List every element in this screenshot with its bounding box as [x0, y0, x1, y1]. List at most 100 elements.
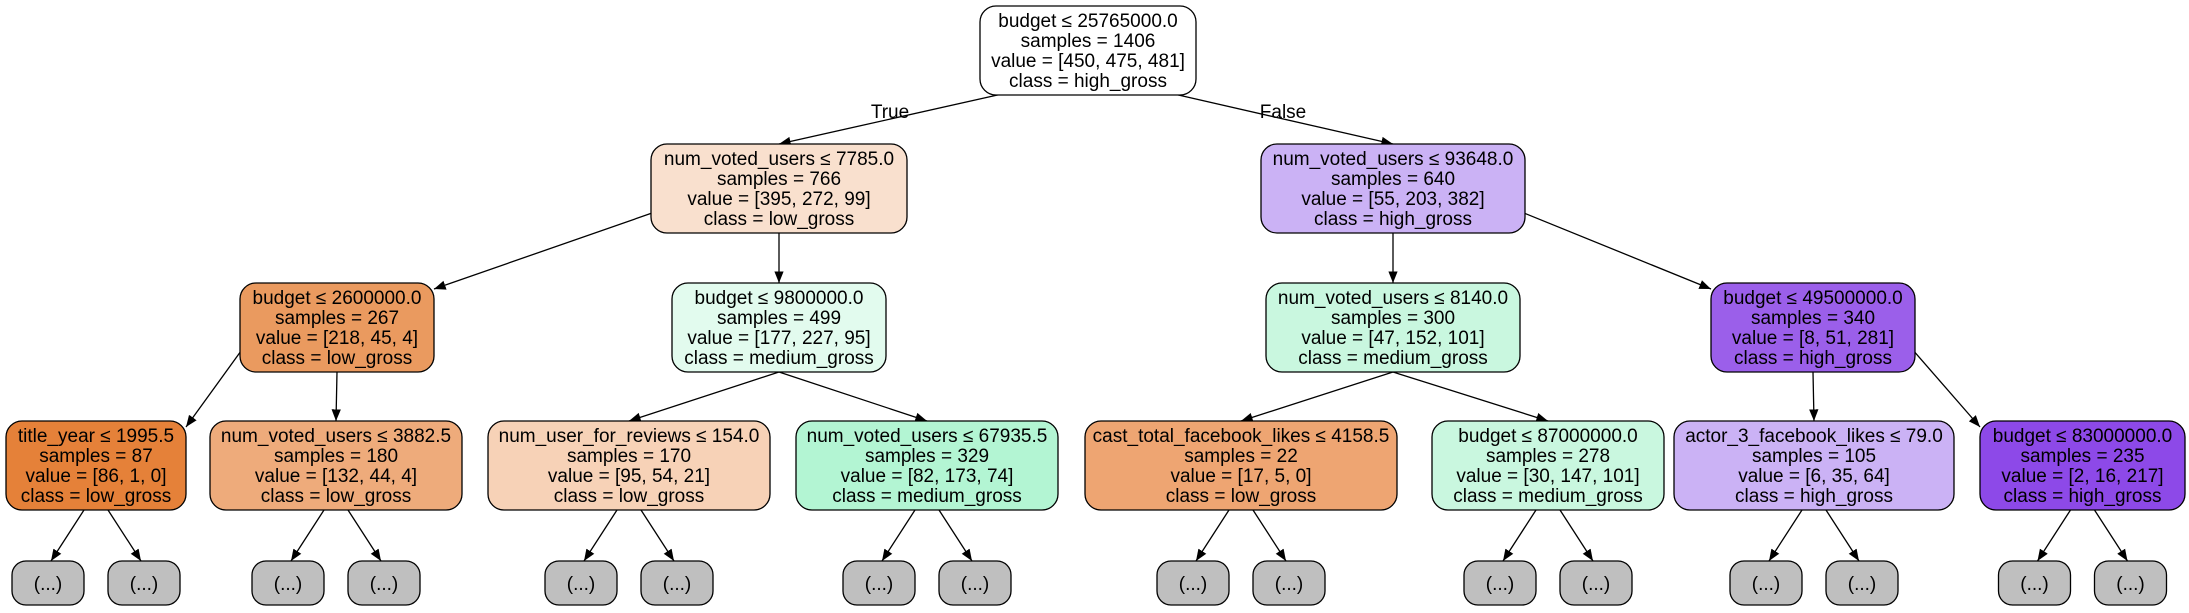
tree-node-rll: cast_total_facebook_likes ≤ 4158.5sample…: [1084, 420, 1398, 511]
node-line: class = high_gross: [1009, 71, 1167, 92]
edge-rrr-truncated: [2093, 509, 2129, 562]
node-line: samples = 22: [1184, 446, 1298, 467]
node-line: value = [8, 51, 281]: [1732, 328, 1894, 349]
truncated-label: (...): [1752, 574, 1781, 595]
node-line: class = high_gross: [1735, 486, 1893, 507]
truncated-node: (...): [1559, 560, 1633, 606]
node-line: budget ≤ 25765000.0: [998, 11, 1177, 32]
node-line: class = medium_gross: [1453, 486, 1643, 507]
node-line: samples = 235: [2020, 446, 2144, 467]
node-line: class = low_gross: [1166, 486, 1316, 507]
truncated-node: (...): [2093, 560, 2168, 606]
node-line: value = [177, 227, 95]: [687, 328, 870, 349]
truncated-node-box: [11, 560, 85, 606]
node-line: actor_3_facebook_likes ≤ 79.0: [1685, 426, 1943, 447]
edge-llr-truncated: [347, 509, 382, 562]
truncated-label: (...): [1582, 574, 1611, 595]
node-line: num_voted_users ≤ 67935.5: [807, 426, 1048, 447]
truncated-node-box: [544, 560, 618, 606]
truncated-label: (...): [274, 574, 303, 595]
node-line: value = [30, 147, 101]: [1456, 466, 1639, 487]
edge-lll-truncated: [50, 509, 85, 562]
node-line: budget ≤ 87000000.0: [1458, 426, 1637, 447]
node-line: num_voted_users ≤ 3882.5: [221, 426, 451, 447]
truncated-node: (...): [1463, 560, 1537, 606]
node-line: samples = 1406: [1021, 31, 1156, 52]
edge-lrr-truncated: [881, 509, 916, 562]
node-line: value = [95, 54, 21]: [548, 466, 710, 487]
truncated-label: (...): [567, 574, 596, 595]
edge-rlr-truncated: [1502, 509, 1537, 562]
truncated-node-box: [842, 560, 916, 606]
node-box: [239, 282, 435, 373]
truncated-node-box: [1729, 560, 1803, 606]
truncated-label: (...): [34, 574, 63, 595]
edge-root-r: [1173, 93, 1394, 146]
node-line: budget ≤ 2600000.0: [253, 288, 422, 309]
node-line: value = [450, 475, 481]: [991, 51, 1185, 72]
node-line: class = low_gross: [21, 486, 171, 507]
node-box: [1710, 282, 1916, 373]
node-line: title_year ≤ 1995.5: [18, 426, 174, 447]
node-line: value = [82, 173, 74]: [841, 466, 1014, 487]
node-line: class = low_gross: [704, 209, 854, 230]
node-box: [1979, 420, 2186, 511]
node-line: budget ≤ 49500000.0: [1723, 288, 1902, 309]
truncated-node-box: [1156, 560, 1230, 606]
node-line: samples = 499: [717, 308, 841, 329]
truncated-label: (...): [370, 574, 399, 595]
node-box: [671, 282, 887, 373]
truncated-label: (...): [2116, 574, 2145, 595]
node-line: class = low_gross: [262, 348, 412, 369]
edge-rr-rrr: [1914, 351, 1981, 428]
node-line: samples = 766: [717, 169, 841, 190]
truncated-label: (...): [130, 574, 159, 595]
node-line: num_voted_users ≤ 8140.0: [1278, 288, 1508, 309]
truncated-node: (...): [1729, 560, 1803, 606]
truncated-label: (...): [961, 574, 990, 595]
edge-rl-rll: [1240, 371, 1394, 422]
truncated-label: (...): [663, 574, 692, 595]
node-line: samples = 340: [1751, 308, 1875, 329]
edge-r-rr: [1524, 212, 1712, 290]
truncated-node: (...): [107, 560, 181, 606]
node-line: class = high_gross: [1734, 348, 1892, 369]
edge-root-l: [778, 93, 1003, 147]
truncated-node-box: [1252, 560, 1326, 606]
node-line: num_user_for_reviews ≤ 154.0: [499, 426, 760, 447]
node-line: num_voted_users ≤ 7785.0: [664, 149, 894, 170]
edge-label-true: True: [871, 102, 909, 123]
node-line: samples = 87: [39, 446, 153, 467]
node-line: value = [6, 35, 64]: [1738, 466, 1890, 487]
node-box: [1084, 420, 1398, 511]
node-box: [1431, 420, 1665, 511]
node-line: value = [132, 44, 4]: [255, 466, 417, 487]
truncated-node: (...): [640, 560, 714, 606]
truncated-node-box: [938, 560, 1012, 606]
node-line: samples = 278: [1486, 446, 1610, 467]
node-box: [979, 5, 1197, 96]
truncated-node: (...): [1156, 560, 1230, 606]
truncated-node: (...): [251, 560, 325, 606]
truncated-node-box: [640, 560, 714, 606]
truncated-label: (...): [1179, 574, 1208, 595]
node-box: [209, 420, 463, 511]
edge-ll-llr: [331, 371, 341, 422]
truncated-node-box: [107, 560, 181, 606]
truncated-node: (...): [842, 560, 916, 606]
edge-lrl-truncated: [640, 509, 675, 562]
truncated-node-box: [1997, 560, 2072, 606]
edge-rrl-truncated: [1768, 509, 1803, 562]
edge-labels: True False: [871, 102, 1306, 123]
edge-rrl-truncated: [1825, 509, 1860, 562]
edge-lrr-truncated: [938, 509, 973, 562]
